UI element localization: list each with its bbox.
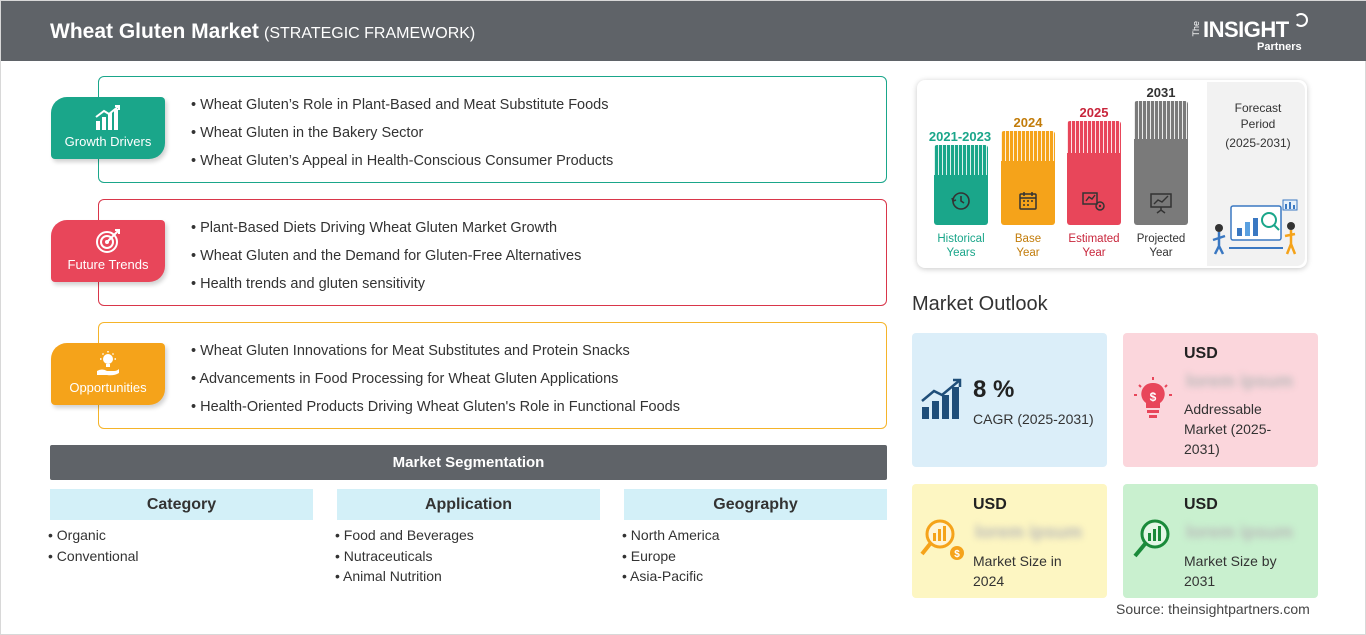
list-item: Wheat Gluten Innovations for Meat Substi…	[191, 342, 680, 370]
market-size-2031-box: USD lorem ipsum Market Size by 2031	[1123, 484, 1318, 598]
bar-base	[1001, 131, 1055, 225]
label-base-line1: Base	[1014, 233, 1042, 245]
size-2024-value-blurred: lorem ipsum	[975, 522, 1083, 542]
future-trends-tag: Future Trends	[51, 220, 165, 282]
page-subtitle: (STRATEGIC FRAMEWORK)	[264, 25, 476, 42]
size-2031-currency: USD	[1184, 496, 1218, 513]
forecast-line3: (2025-2031)	[1225, 136, 1291, 150]
label-estimated-line2: Year	[1082, 247, 1106, 259]
market-segmentation-title: Market Segmentation	[50, 445, 887, 480]
growth-drivers-tag: Growth Drivers	[51, 97, 165, 159]
magnifier-dollar-icon: $	[920, 519, 964, 560]
label-projected-line1: Projected	[1136, 233, 1186, 245]
label-projected-line2: Year	[1149, 247, 1173, 259]
target-icon	[96, 229, 120, 253]
opportunities-list: Wheat Gluten Innovations for Meat Substi…	[191, 342, 680, 426]
list-item: Conventional	[48, 548, 139, 569]
future-trends-list: Plant-Based Diets Driving Wheat Gluten M…	[191, 219, 581, 303]
growth-chart-icon	[921, 378, 962, 419]
bar-historical	[934, 145, 988, 225]
cagr-label: CAGR (2025-2031)	[973, 411, 1094, 427]
list-item: Food and Beverages	[335, 527, 474, 548]
addressable-label: Addressable Market (2025-2031)	[1184, 401, 1272, 457]
bar-projected	[1134, 101, 1188, 225]
list-item: Asia-Pacific	[622, 568, 720, 589]
segment-list-application: Food and Beverages Nutraceuticals Animal…	[335, 527, 474, 589]
size-2031-value-blurred: lorem ipsum	[1186, 522, 1294, 542]
logo-the-text: The	[1191, 21, 1201, 37]
label-estimated-line1: Estimated	[1068, 233, 1120, 245]
list-item: Health trends and gluten sensitivity	[191, 275, 581, 303]
analytics-illustration-icon	[1212, 199, 1298, 255]
logo-insight-text: INSIGHT	[1203, 17, 1289, 42]
opportunities-label: Opportunities	[69, 380, 147, 395]
label-historical-line1: Historical	[937, 233, 985, 245]
list-item: Wheat Gluten in the Bakery Sector	[191, 124, 613, 152]
segment-list-category: Organic Conventional	[48, 527, 139, 568]
magnifier-chart-icon	[1133, 519, 1170, 558]
size-2024-label-line1: Market Size in	[973, 553, 1062, 569]
segment-list-geography: North America Europe Asia-Pacific	[622, 527, 720, 589]
year-projected: 2031	[1146, 85, 1176, 100]
svg-text:$: $	[1150, 390, 1157, 404]
list-item: Wheat Gluten and the Demand for Gluten-F…	[191, 247, 581, 275]
year-historical: 2021-2023	[928, 129, 992, 144]
header-bar: Wheat Gluten Market (STRATEGIC FRAMEWORK…	[1, 1, 1366, 61]
future-trends-box: Plant-Based Diets Driving Wheat Gluten M…	[98, 199, 887, 306]
forecast-period-text: Forecast Period (2025-2031)	[1223, 101, 1293, 152]
growth-drivers-box: Wheat Gluten’s Role in Plant-Based and M…	[98, 76, 887, 183]
opportunities-tag: Opportunities	[51, 343, 165, 405]
history-icon	[951, 192, 970, 210]
list-item: Wheat Gluten’s Appeal in Health-Consciou…	[191, 152, 613, 180]
label-base-line2: Year	[1016, 247, 1040, 259]
insight-partners-logo[interactable]: The INSIGHT Partners	[1191, 11, 1311, 55]
lightbulb-dollar-icon: $	[1134, 377, 1172, 418]
list-item: Europe	[622, 548, 720, 569]
size-2031-label-line2: 2031	[1184, 573, 1216, 589]
segment-header-category: Category	[50, 489, 313, 520]
lightbulb-hand-icon	[97, 351, 119, 376]
cagr-box: 8 % CAGR (2025-2031)	[912, 333, 1107, 467]
growth-drivers-list: Wheat Gluten’s Role in Plant-Based and M…	[191, 96, 613, 180]
list-item: Advancements in Food Processing for Whea…	[191, 370, 680, 398]
size-2031-label-line1: Market Size by	[1184, 553, 1277, 569]
logo-arc-icon	[1294, 13, 1308, 27]
segment-header-application: Application	[337, 489, 600, 520]
forecast-line2: Period	[1240, 116, 1276, 131]
bar-chart-growth-icon	[95, 105, 120, 130]
future-trends-label: Future Trends	[67, 257, 149, 272]
addressable-market-box: $ USD lorem ipsum Addressable Market (20…	[1123, 333, 1318, 467]
calendar-icon	[1019, 192, 1037, 210]
label-historical-line2: Years	[946, 247, 976, 259]
list-item: Organic	[48, 527, 139, 548]
list-item: Wheat Gluten’s Role in Plant-Based and M…	[191, 96, 613, 124]
forecast-line1: Forecast	[1234, 101, 1282, 115]
market-size-2024-box: $ USD lorem ipsum Market Size in 2024	[912, 484, 1107, 598]
segment-header-geography: Geography	[624, 489, 887, 520]
addressable-value-blurred: lorem ipsum	[1186, 371, 1294, 391]
size-2024-label-line2: 2024	[973, 573, 1005, 589]
addressable-currency: USD	[1184, 345, 1218, 362]
list-item: Animal Nutrition	[335, 568, 474, 589]
size-2024-currency: USD	[973, 496, 1007, 513]
list-item: North America	[622, 527, 720, 548]
list-item: Nutraceuticals	[335, 548, 474, 569]
growth-drivers-label: Growth Drivers	[64, 134, 152, 149]
bar-estimated	[1067, 121, 1121, 225]
source-note[interactable]: Source: theinsightpartners.com	[1116, 601, 1310, 617]
presentation-chart-icon	[1150, 193, 1172, 214]
estimate-gear-icon	[1082, 192, 1105, 211]
year-estimated: 2025	[1079, 105, 1109, 120]
svg-text:$: $	[954, 549, 960, 560]
page-title: Wheat Gluten Market	[50, 20, 259, 43]
list-item: Plant-Based Diets Driving Wheat Gluten M…	[191, 219, 581, 247]
market-outlook-title: Market Outlook	[912, 293, 1048, 315]
cagr-value: 8 %	[973, 376, 1015, 403]
timeline-card: 2021-2023 Historical Years 2024 Base Yea…	[917, 80, 1307, 268]
list-item: Health-Oriented Products Driving Wheat G…	[191, 398, 680, 426]
opportunities-box: Wheat Gluten Innovations for Meat Substi…	[98, 322, 887, 429]
logo-partners-text: Partners	[1257, 41, 1302, 53]
year-base: 2024	[1013, 115, 1043, 130]
